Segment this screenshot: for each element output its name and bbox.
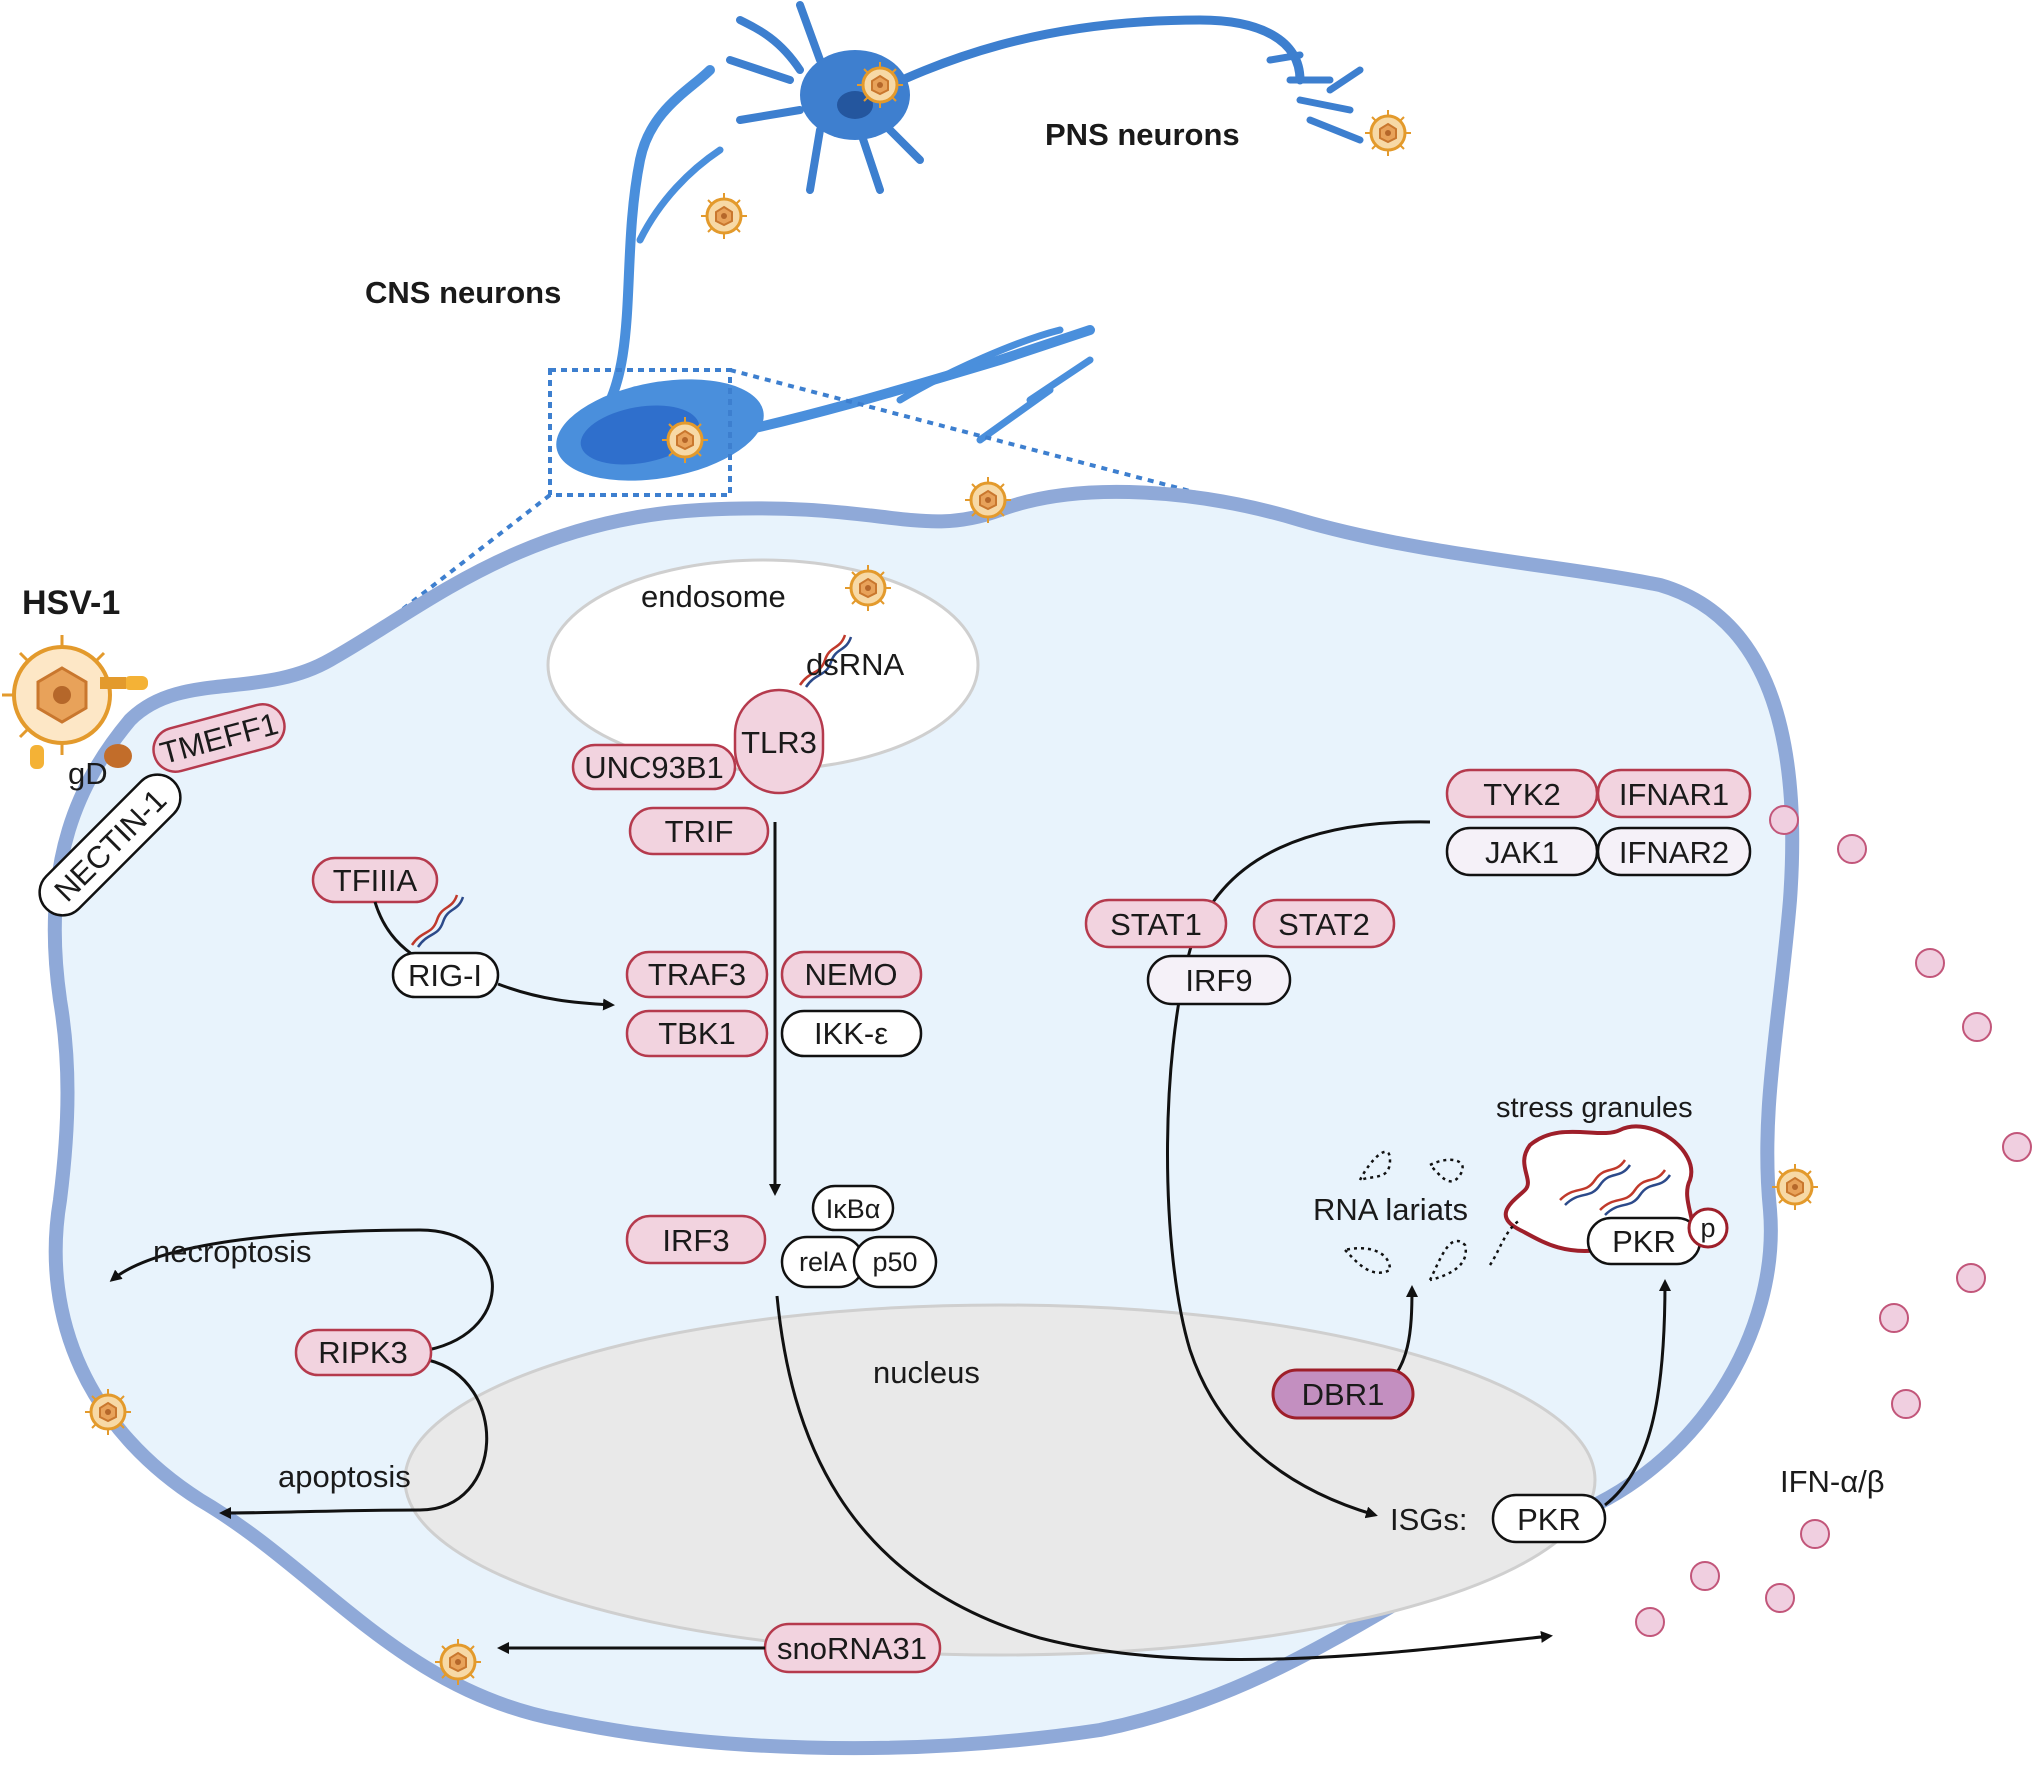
hsv1-virion [2, 635, 148, 769]
rna-lariat-icons [1344, 1150, 1521, 1282]
endosome-label: endosome [641, 579, 786, 614]
ifnar2 [1596, 826, 1752, 877]
ifn-label: IFN-α/β [1780, 1464, 1885, 1499]
rna-icon [410, 894, 465, 948]
rna-icon [1559, 1159, 1672, 1216]
phospho-badge [1687, 1207, 1729, 1249]
pkr-isg-to-granule-arrow [1604, 1279, 1671, 1507]
apoptosis-label: apoptosis [278, 1459, 411, 1494]
svg-text:DBR1: DBR1 [1302, 1377, 1385, 1412]
svg-text:IFNAR1: IFNAR1 [1619, 777, 1729, 812]
ikk-epsilon [780, 1009, 923, 1058]
ifn-molecules [1635, 805, 2032, 1637]
nucleus [403, 1303, 1597, 1657]
traf3 [625, 950, 769, 999]
nucleus-label: nucleus [873, 1355, 980, 1390]
ripk3-to-necroptosis-arrow [109, 1228, 494, 1352]
phospho-label: p [1700, 1213, 1715, 1243]
pns-neuron [726, 1, 1364, 194]
svg-text:IRF3: IRF3 [662, 1223, 729, 1258]
ikba [811, 1184, 895, 1232]
rna-lariats-label: RNA lariats [1313, 1192, 1468, 1227]
svg-text:TFIIIA: TFIIIA [333, 863, 418, 898]
svg-text:snoRNA31: snoRNA31 [777, 1631, 927, 1666]
irf3-to-ifn-arrow [775, 1295, 1553, 1662]
svg-text:TLR3: TLR3 [741, 725, 817, 760]
pns-neuron-nucleus [837, 91, 873, 119]
svg-text:relA: relA [799, 1247, 847, 1277]
svg-text:TYK2: TYK2 [1483, 777, 1561, 812]
dsrna-label: dsRNA [806, 647, 905, 682]
svg-text:IκBα: IκBα [826, 1194, 881, 1224]
zoom-line-right [729, 368, 1206, 497]
svg-text:NEMO: NEMO [805, 957, 898, 992]
stress-granules-label: stress granules [1496, 1092, 1693, 1124]
svg-text:p50: p50 [872, 1247, 917, 1277]
stat2 [1252, 898, 1396, 949]
pns-neurons-label: PNS neurons [1045, 117, 1240, 152]
ripk3 [294, 1328, 433, 1377]
nemo [780, 950, 923, 999]
isgs-label: ISGs: [1390, 1502, 1468, 1537]
cns-neurons-label: CNS neurons [365, 275, 561, 310]
svg-text:STAT2: STAT2 [1278, 907, 1370, 942]
receptor-to-isgs-arrow [1166, 820, 1431, 1519]
cns-neuron [595, 65, 1095, 445]
virus-icon [699, 191, 749, 241]
svg-text:RIPK3: RIPK3 [318, 1335, 408, 1370]
virus-icon [1770, 1162, 1820, 1212]
p50 [852, 1235, 938, 1289]
svg-text:STAT1: STAT1 [1110, 907, 1202, 942]
dbr1 [1271, 1368, 1415, 1420]
svg-text:JAK1: JAK1 [1485, 835, 1559, 870]
rigi-to-traf3-arrow [497, 982, 615, 1011]
svg-text:PKR: PKR [1612, 1224, 1676, 1259]
rig-i [391, 951, 500, 999]
svg-text:IKK-ε: IKK-ε [814, 1016, 888, 1051]
svg-text:TRIF: TRIF [665, 814, 734, 849]
svg-text:PKR: PKR [1517, 1502, 1581, 1537]
pkr-isg [1491, 1493, 1607, 1544]
svg-text:TBK1: TBK1 [658, 1016, 736, 1051]
hsv1-label: HSV-1 [22, 584, 120, 622]
zoom-box [548, 368, 732, 497]
svg-text:RIG-I: RIG-I [408, 958, 482, 993]
dsrna-icon [798, 634, 853, 688]
irf3 [625, 1214, 767, 1265]
svg-text:IRF9: IRF9 [1185, 963, 1252, 998]
tbk1 [625, 1009, 769, 1058]
irf9 [1146, 954, 1292, 1006]
svg-text:IFNAR2: IFNAR2 [1619, 835, 1729, 870]
trif [628, 806, 770, 856]
stat1 [1084, 898, 1228, 949]
tlr3 [733, 688, 825, 795]
unc93b1 [571, 743, 737, 791]
ripk3-to-apoptosis-arrow [219, 1358, 489, 1519]
necroptosis-label: necroptosis [153, 1234, 312, 1269]
gd-label: gD [68, 756, 108, 791]
ifnar1 [1596, 768, 1752, 819]
virus-icon [1363, 108, 1413, 158]
svg-text:TRAF3: TRAF3 [648, 957, 746, 992]
svg-text:UNC93B1: UNC93B1 [584, 750, 724, 785]
